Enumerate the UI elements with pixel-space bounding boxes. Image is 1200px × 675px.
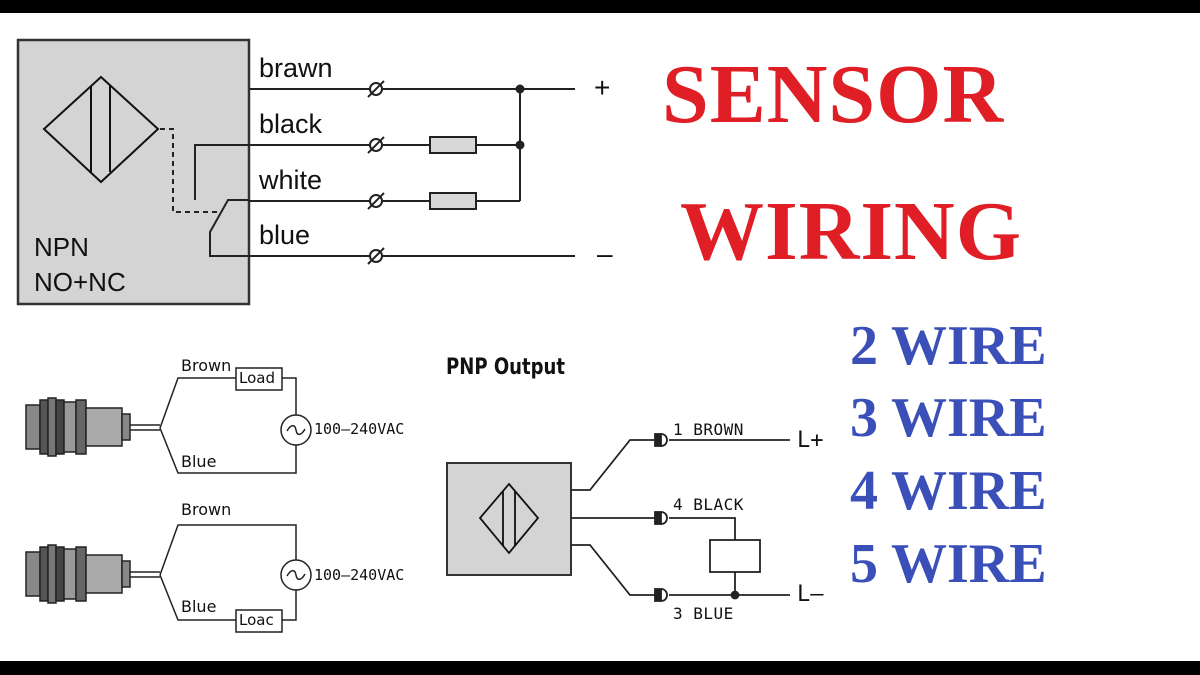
pnp-load-box (709, 539, 761, 573)
ac-bottom-sine-icon (286, 569, 306, 581)
ac-diagram-bottom (25, 524, 312, 633)
ac-bottom-load-box (235, 609, 283, 633)
ac-top-blue-wire (159, 427, 297, 474)
wire-count-2: 2 WIRE (850, 315, 1047, 377)
ac-bottom-brown-label: Brown (181, 500, 232, 519)
pnp-out-black (669, 517, 736, 540)
npn-wire-label-blue: blue (259, 220, 311, 250)
pnp-wire3-label: 3 BLUE (673, 604, 734, 623)
ac-diagram-top (25, 367, 312, 474)
npn-black-contact (194, 144, 249, 200)
wire-count-4: 4 WIRE (850, 460, 1047, 522)
npn-wire-label-white: white (259, 165, 323, 195)
wire-count-3: 3 WIRE (850, 387, 1047, 449)
top-black-bar (0, 0, 1200, 13)
ac-top-voltage-label: 100–240VAC (314, 420, 405, 438)
ac-bottom-blue-label: Blue (181, 597, 217, 616)
pnp-l-minus-label: L– (797, 582, 824, 607)
ac-top-blue-label: Blue (181, 452, 217, 471)
npn-junction-1 (515, 84, 525, 94)
bottom-black-bar (0, 661, 1200, 675)
ac-top-load-label: Load (239, 369, 275, 387)
pnp-sensor-body (446, 462, 572, 576)
pnp-wire-brown (571, 439, 655, 491)
ac-bottom-load-label: Loac (239, 611, 274, 629)
pnp-l-plus-label: L+ (797, 428, 824, 453)
npn-dashed-link (160, 128, 220, 213)
ac-bottom-load-wire (282, 590, 297, 621)
title-line-sensor: SENSOR (662, 48, 1005, 141)
ac-top-brown-label: Brown (181, 356, 232, 375)
ac-top-load-box (235, 367, 283, 391)
pnp-wire1-label: 1 BROWN (673, 420, 744, 439)
wire-count-5: 5 WIRE (850, 533, 1047, 595)
npn-junction-2 (515, 140, 525, 150)
npn-contact-label: NO+NC (34, 267, 126, 297)
ac-top-brown-wire (159, 377, 236, 429)
npn-resistor-white (429, 192, 477, 210)
pnp-junction (730, 590, 740, 600)
npn-sensor-symbol-icon (42, 75, 160, 184)
pnp-sensor-symbol-icon (478, 482, 540, 555)
proximity-sensor-icon-bottom (25, 544, 160, 604)
pnp-connector-icons (654, 433, 668, 602)
ac-top-sine-icon (286, 424, 306, 436)
npn-type-label: NPN (34, 232, 89, 262)
ac-top-load-wire (282, 377, 297, 415)
npn-terminal-icons (367, 80, 385, 265)
npn-minus-label: – (597, 238, 613, 269)
npn-wire-label-black: black (259, 109, 323, 139)
npn-switch-contact (209, 199, 249, 257)
proximity-sensor-icon-top (25, 397, 160, 457)
ac-bottom-blue-wire (159, 574, 236, 621)
npn-plus-label: + (594, 72, 611, 103)
npn-sensor-body (16, 38, 251, 306)
ac-bottom-voltage-label: 100–240VAC (314, 566, 405, 584)
pnp-wire-blue (571, 544, 655, 596)
pnp-title: PNP Output (446, 355, 566, 380)
title-line-wiring: WIRING (680, 185, 1023, 278)
npn-wire-label-brawn: brawn (259, 53, 333, 83)
pnp-diagram (446, 433, 790, 602)
npn-resistor-black (429, 136, 477, 154)
ac-bottom-brown-wire (159, 524, 297, 576)
pnp-wire4-label: 4 BLACK (673, 495, 744, 514)
npn-diagram (16, 38, 575, 306)
